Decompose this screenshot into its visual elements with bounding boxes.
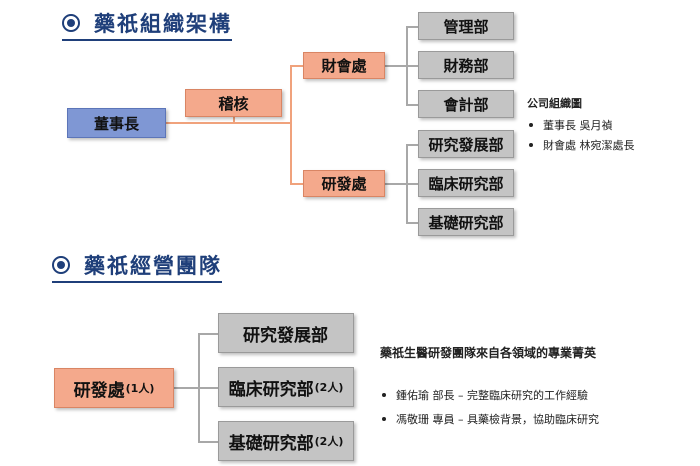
dept-box-clinical: 臨床研究部 (418, 169, 514, 197)
rnd-box: 研發處 (303, 170, 385, 197)
team-rnd-box: 研發處(1人) (54, 368, 174, 408)
finance-label: 財會處 (321, 57, 367, 75)
connector (166, 122, 291, 124)
connector (174, 387, 199, 389)
audit-label: 稽核 (218, 94, 249, 113)
dept-box-management: 管理部 (418, 12, 514, 40)
connector (406, 183, 418, 185)
dept-box-research-development: 研究發展部 (418, 130, 514, 158)
chairman-label: 董事長 (93, 114, 139, 133)
dept-label: 會計部 (443, 95, 489, 114)
org-note-item: 董事長 吳月禎 (527, 117, 635, 133)
section-heading-team: 藥祇經營團隊 (52, 250, 222, 283)
dept-box-basic: 基礎研究部 (418, 208, 514, 236)
org-note: 公司組織圖 董事長 吳月禎 財會處 林宛潔處長 (527, 95, 635, 153)
team-dept-label: 基礎研究部 (228, 433, 314, 454)
dept-label: 財務部 (443, 56, 489, 75)
rnd-label: 研發處 (321, 175, 367, 193)
dept-box-finance: 財務部 (418, 51, 514, 79)
connector (198, 387, 218, 389)
dept-label: 臨床研究部 (428, 174, 504, 193)
connector (406, 26, 418, 28)
team-dept-label: 臨床研究部 (228, 379, 314, 400)
team-dept-label: 研究發展部 (243, 325, 328, 346)
target-bullet-icon (62, 14, 80, 32)
team-dept-count: (2人) (314, 381, 344, 394)
chairman-box: 董事長 (67, 108, 166, 138)
dept-label: 管理部 (443, 17, 489, 36)
team-note-intro: 藥祇生醫研發團隊來自各領域的專業菁英 (380, 346, 597, 360)
connector (406, 65, 418, 67)
org-note-title: 公司組織圖 (527, 97, 582, 110)
dept-box-accounting: 會計部 (418, 90, 514, 118)
team-rnd-label: 研發處 (73, 380, 125, 401)
team-note: 藥祇生醫研發團隊來自各領域的專業菁英 鍾佑瑜 部長 – 完整臨床研究的工作經驗 … (380, 344, 599, 427)
dept-label: 基礎研究部 (428, 213, 504, 232)
connector (233, 117, 235, 123)
team-dept-box-clinical: 臨床研究部(2人) (218, 367, 354, 407)
section-heading-org: 藥祇組織架構 (62, 8, 232, 41)
section-heading-org-text: 藥祇組織架構 (94, 11, 232, 36)
connector (290, 183, 303, 185)
connector (290, 65, 303, 67)
team-rnd-count: (1人) (125, 382, 155, 395)
team-dept-box-research-development: 研究發展部 (218, 313, 354, 353)
target-bullet-icon (52, 256, 70, 274)
audit-box: 稽核 (185, 89, 282, 117)
team-note-item: 馮敬珊 專員 – 具藥檢背景，協助臨床研究 (380, 411, 599, 427)
section-heading-team-text: 藥祇經營團隊 (84, 253, 222, 278)
connector (406, 104, 418, 106)
team-note-item: 鍾佑瑜 部長 – 完整臨床研究的工作經驗 (380, 387, 599, 403)
connector (198, 441, 218, 443)
team-dept-count: (2人) (314, 435, 344, 448)
connector (406, 222, 418, 224)
org-note-item: 財會處 林宛潔處長 (527, 137, 635, 153)
connector (198, 333, 218, 335)
finance-box: 財會處 (303, 52, 385, 79)
dept-label: 研究發展部 (428, 135, 504, 154)
connector (385, 65, 407, 67)
connector (290, 65, 292, 184)
team-dept-box-basic: 基礎研究部(2人) (218, 421, 354, 461)
connector (406, 144, 418, 146)
connector (385, 183, 407, 185)
